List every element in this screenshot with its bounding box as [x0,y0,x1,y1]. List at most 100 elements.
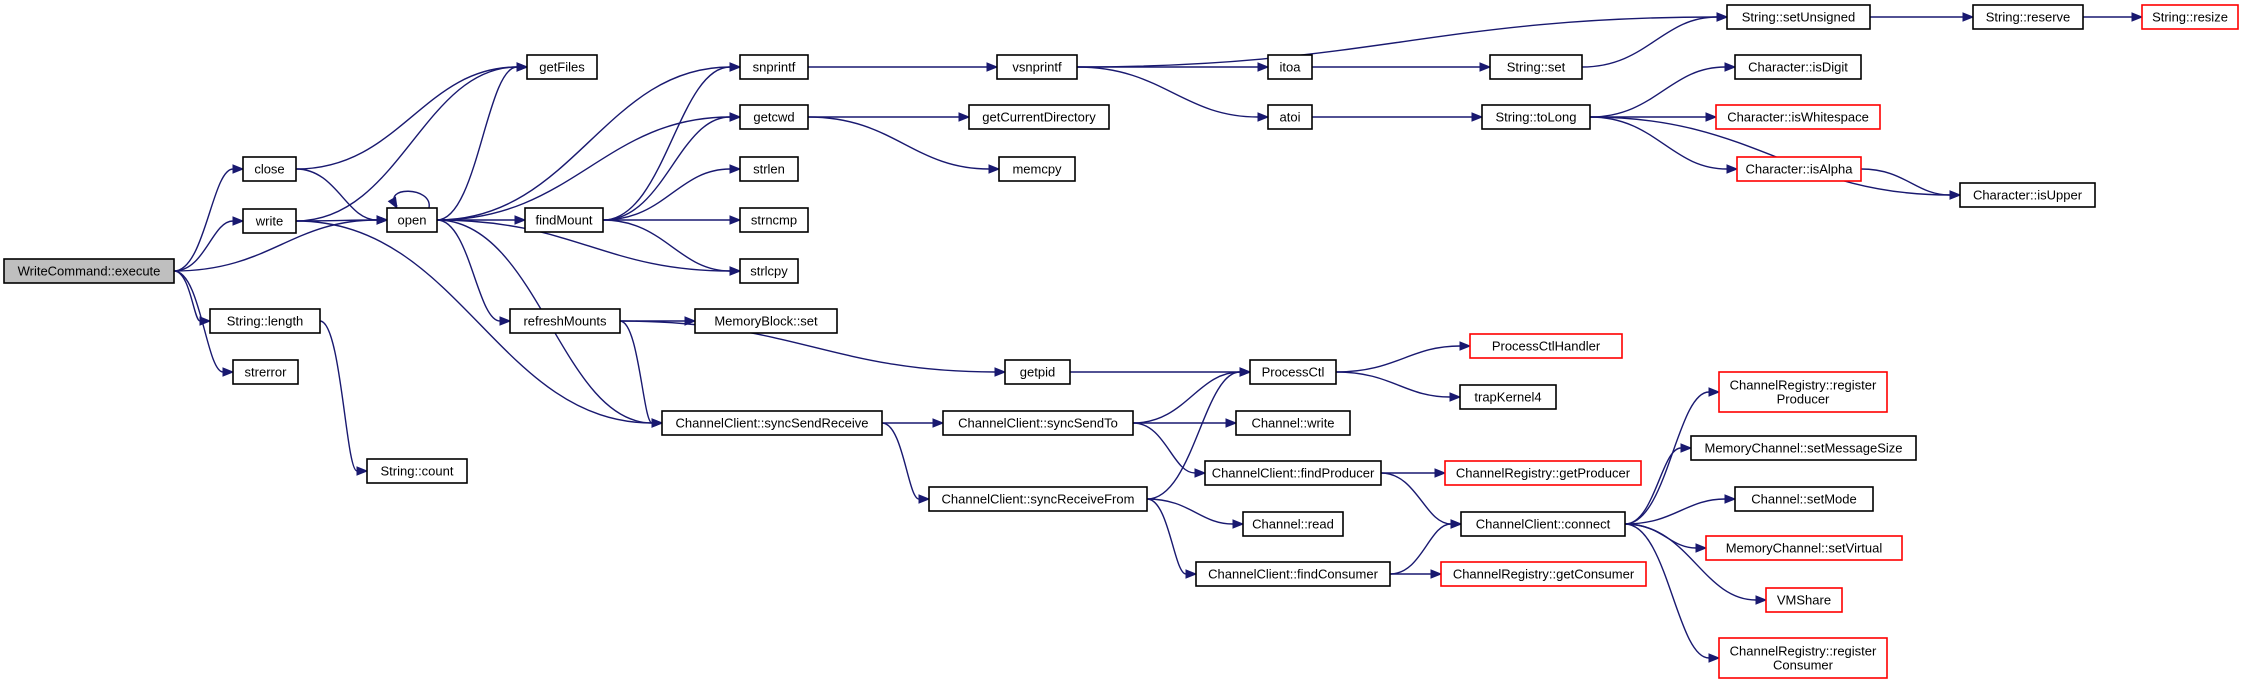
node-box [1249,359,1337,385]
node-label: ProcessCtl [1262,365,1325,380]
node-vsnprintf[interactable]: vsnprintf [996,54,1078,80]
edge-strlength-to-strcount [319,320,369,476]
node-label: String::count [381,464,454,479]
node-atoi[interactable]: atoi [1267,104,1313,130]
node-strreserve[interactable]: String::reserve [1972,4,2084,30]
node-getFiles[interactable]: getFiles [526,54,598,80]
node-strlength[interactable]: String::length [209,308,321,334]
node-strtoLong[interactable]: String::toLong [1481,104,1591,130]
node-label: getCurrentDirectory [982,110,1096,125]
node-label: Channel::write [1251,416,1334,431]
edge-root-to-write [173,216,245,272]
node-close[interactable]: close [242,156,297,182]
node-strerror[interactable]: strerror [232,359,299,385]
node-box [1726,4,1871,30]
node-getCurrentDirectory[interactable]: getCurrentDirectory [968,104,1110,130]
node-label: Channel::setMode [1751,492,1857,507]
node-label: ChannelClient::connect [1476,517,1611,532]
edge-processCtl-to-pchandler [1335,341,1472,373]
node-label: ProcessCtlHandler [1492,339,1601,354]
node-label: MemoryBlock::set [714,314,818,329]
node-ccSyncSendTo[interactable]: ChannelClient::syncSendTo [942,410,1134,436]
edge-ccFindConsumer-to-ccConnect [1389,519,1463,575]
node-label: ChannelClient::syncReceiveFrom [942,492,1135,507]
node-mcSetMessageSize[interactable]: MemoryChannel::setMessageSize [1690,435,1917,461]
edge-vsnprintf-to-strsetUnsigned [1076,12,1729,68]
edge-getcwd-to-memcpy [807,116,1001,174]
node-mbset[interactable]: MemoryBlock::set [694,308,838,334]
node-strset[interactable]: String::set [1489,54,1583,80]
node-chread[interactable]: Channel::read [1242,511,1344,537]
node-strncmp[interactable]: strncmp [739,207,809,233]
node-isUpper[interactable]: Character::isUpper [1959,182,2096,208]
node-trapKernel4[interactable]: trapKernel4 [1459,384,1557,410]
edge-ccConnect-to-vmshare [1624,523,1768,605]
edge-ccConnect-to-crRegisterProducer [1624,387,1721,525]
node-label: ChannelRegistry::getConsumer [1453,567,1635,582]
node-getcwd[interactable]: getcwd [739,104,809,130]
edge-strtoLong-to-isAlpha [1589,116,1739,174]
node-strresize[interactable]: String::resize [2141,4,2239,30]
edge-getcwd-to-getCurrentDirectory [808,112,971,122]
node-ccFindProducer[interactable]: ChannelClient::findProducer [1204,460,1382,486]
node-pchandler[interactable]: ProcessCtlHandler [1469,333,1623,359]
node-box [2141,4,2239,30]
edge-open-to-getcwd [436,112,742,221]
node-label: String::reserve [1986,10,2071,25]
node-chwrite[interactable]: Channel::write [1235,410,1351,436]
node-write[interactable]: write [242,208,297,234]
node-box [209,308,321,334]
node-strlcpy[interactable]: strlcpy [739,258,799,284]
node-snprintf[interactable]: snprintf [739,54,809,80]
node-box [524,207,604,233]
node-chSetMode[interactable]: Channel::setMode [1734,486,1874,512]
edges-layer [173,12,2144,663]
node-open[interactable]: open [386,207,438,233]
node-crGetProducer[interactable]: ChannelRegistry::getProducer [1444,460,1642,486]
edge-findMount-to-getcwd [602,112,742,221]
node-label: close [254,162,284,177]
node-box [694,308,838,334]
node-strsetUnsigned[interactable]: String::setUnsigned [1726,4,1871,30]
node-mcSetVirtual[interactable]: MemoryChannel::setVirtual [1705,535,1903,561]
node-ccFindConsumer[interactable]: ChannelClient::findConsumer [1195,561,1391,587]
node-ccSyncReceiveFrom[interactable]: ChannelClient::syncReceiveFrom [928,486,1148,512]
node-box [1459,384,1557,410]
edge-open-to-snprintf [436,62,742,221]
edge-atoi-to-strtoLong [1312,112,1484,122]
node-label: String::resize [2152,10,2228,25]
edge-write-to-getFiles [295,62,529,222]
node-findMount[interactable]: findMount [524,207,604,233]
edge-ccConnect-to-crRegisterConsumer [1624,523,1721,663]
node-ccSyncSendReceive[interactable]: ChannelClient::syncSendReceive [661,410,883,436]
edge-vsnprintf-to-itoa [1077,62,1270,72]
edge-root-to-strerror [173,270,235,377]
node-vmshare[interactable]: VMShare [1765,587,1843,613]
edge-close-to-open [295,168,389,225]
node-refreshMounts[interactable]: refreshMounts [509,308,621,334]
node-box [366,458,468,484]
edge-ccFindProducer-to-crGetProducer [1381,468,1447,478]
node-processCtl[interactable]: ProcessCtl [1249,359,1337,385]
node-box [998,156,1076,182]
node-crGetConsumer[interactable]: ChannelRegistry::getConsumer [1440,561,1647,587]
node-isAlpha[interactable]: Character::isAlpha [1736,156,1862,182]
edge-snprintf-to-vsnprintf [808,62,999,72]
edge-close-to-getFiles [295,62,529,170]
node-box [1444,460,1642,486]
node-root[interactable]: WriteCommand::execute [3,258,175,284]
node-memcpy[interactable]: memcpy [998,156,1076,182]
node-ccConnect[interactable]: ChannelClient::connect [1460,511,1626,537]
node-strcount[interactable]: String::count [366,458,468,484]
node-getpid[interactable]: getpid [1004,359,1071,385]
node-strlen[interactable]: strlen [739,156,799,182]
node-box [232,359,299,385]
node-box [1242,511,1344,537]
node-box [1718,637,1888,679]
node-label: atoi [1280,110,1301,125]
node-isWhitespace[interactable]: Character::isWhitespace [1715,104,1881,130]
node-itoa[interactable]: itoa [1267,54,1313,80]
node-isDigit[interactable]: Character::isDigit [1734,54,1862,80]
